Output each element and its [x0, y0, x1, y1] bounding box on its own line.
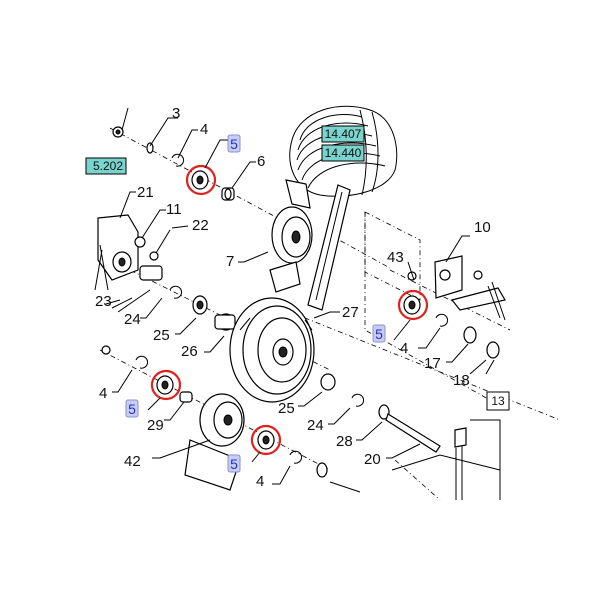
part-label-29: 29 [147, 417, 164, 434]
leader-lines [105, 107, 495, 485]
part-label-20: 20 [364, 451, 381, 468]
frame-outline [364, 211, 421, 301]
part-label-22: 22 [192, 217, 209, 234]
part-label-7: 7 [226, 253, 234, 270]
part-label-25: 25 [153, 327, 170, 344]
part-labels: 3 4 6 21 11 22 7 10 43 27 23 24 25 26 4 … [95, 105, 491, 490]
highlight-label-5a: 5 [227, 134, 241, 153]
spacer-6 [221, 187, 235, 201]
ref-box-14-407: 14.407 [321, 125, 365, 143]
part-label-18: 18 [453, 372, 470, 389]
frame-outline-3 [329, 234, 391, 269]
shaft-parts [139, 265, 236, 331]
part-label-24: 24 [124, 311, 141, 328]
highlight-circle [250, 424, 282, 456]
svg-text:5: 5 [128, 401, 136, 417]
part-label-4: 4 [200, 121, 208, 138]
part-label-26: 26 [181, 343, 198, 360]
snap-ring-4a [171, 153, 185, 167]
bracket-21 [94, 214, 139, 291]
frame-outline-2 [364, 212, 491, 401]
ref-box-14-440: 14.440 [321, 144, 365, 162]
highlight-circle [150, 369, 182, 401]
part-label-4: 4 [400, 340, 408, 357]
part-label-28: 28 [336, 433, 353, 450]
highlight-label-5c: 5 [125, 399, 139, 418]
part-label-25: 25 [278, 400, 295, 417]
belt-pieces [269, 179, 311, 293]
svg-text:5.202: 5.202 [93, 159, 123, 173]
highlight-circle [185, 164, 217, 196]
pulley-7 [271, 206, 313, 264]
part-label-11: 11 [166, 201, 182, 218]
svg-text:14.440: 14.440 [325, 146, 362, 160]
svg-text:14.407: 14.407 [325, 127, 362, 141]
part-label-4: 4 [99, 385, 107, 402]
part-label-10: 10 [474, 219, 491, 236]
highlight-label-5b: 5 [372, 324, 386, 343]
part-label-23: 23 [95, 293, 112, 310]
part-label-6: 6 [257, 153, 265, 170]
svg-text:13: 13 [491, 394, 505, 408]
part-label-43: 43 [387, 249, 404, 266]
belt-27 [307, 184, 351, 311]
bolt-22 [149, 229, 171, 261]
pin-11 [134, 236, 146, 248]
part-label-27: 27 [342, 304, 359, 321]
part-label-21: 21 [137, 184, 154, 201]
ref-box-5-202: 5.202 [85, 157, 127, 175]
part-label-42: 42 [124, 453, 141, 470]
bolt-3 [112, 126, 124, 138]
bearing-5a [191, 170, 209, 190]
svg-text:5: 5 [230, 136, 238, 152]
svg-text:5: 5 [230, 456, 238, 472]
lower-row [101, 345, 501, 500]
highlight-label-5d: 5 [227, 454, 241, 473]
pulley-large [229, 297, 315, 403]
ref-box-13: 13 [486, 391, 510, 411]
highlight-circle [397, 289, 429, 321]
svg-text:5: 5 [375, 326, 383, 342]
part-label-3: 3 [172, 105, 180, 122]
right-assembly [403, 255, 506, 359]
part-label-17: 17 [424, 355, 441, 372]
part-label-4: 4 [256, 473, 264, 490]
washer-small [146, 142, 154, 154]
frame-outline-5 [394, 459, 441, 501]
part-label-24: 24 [307, 417, 324, 434]
